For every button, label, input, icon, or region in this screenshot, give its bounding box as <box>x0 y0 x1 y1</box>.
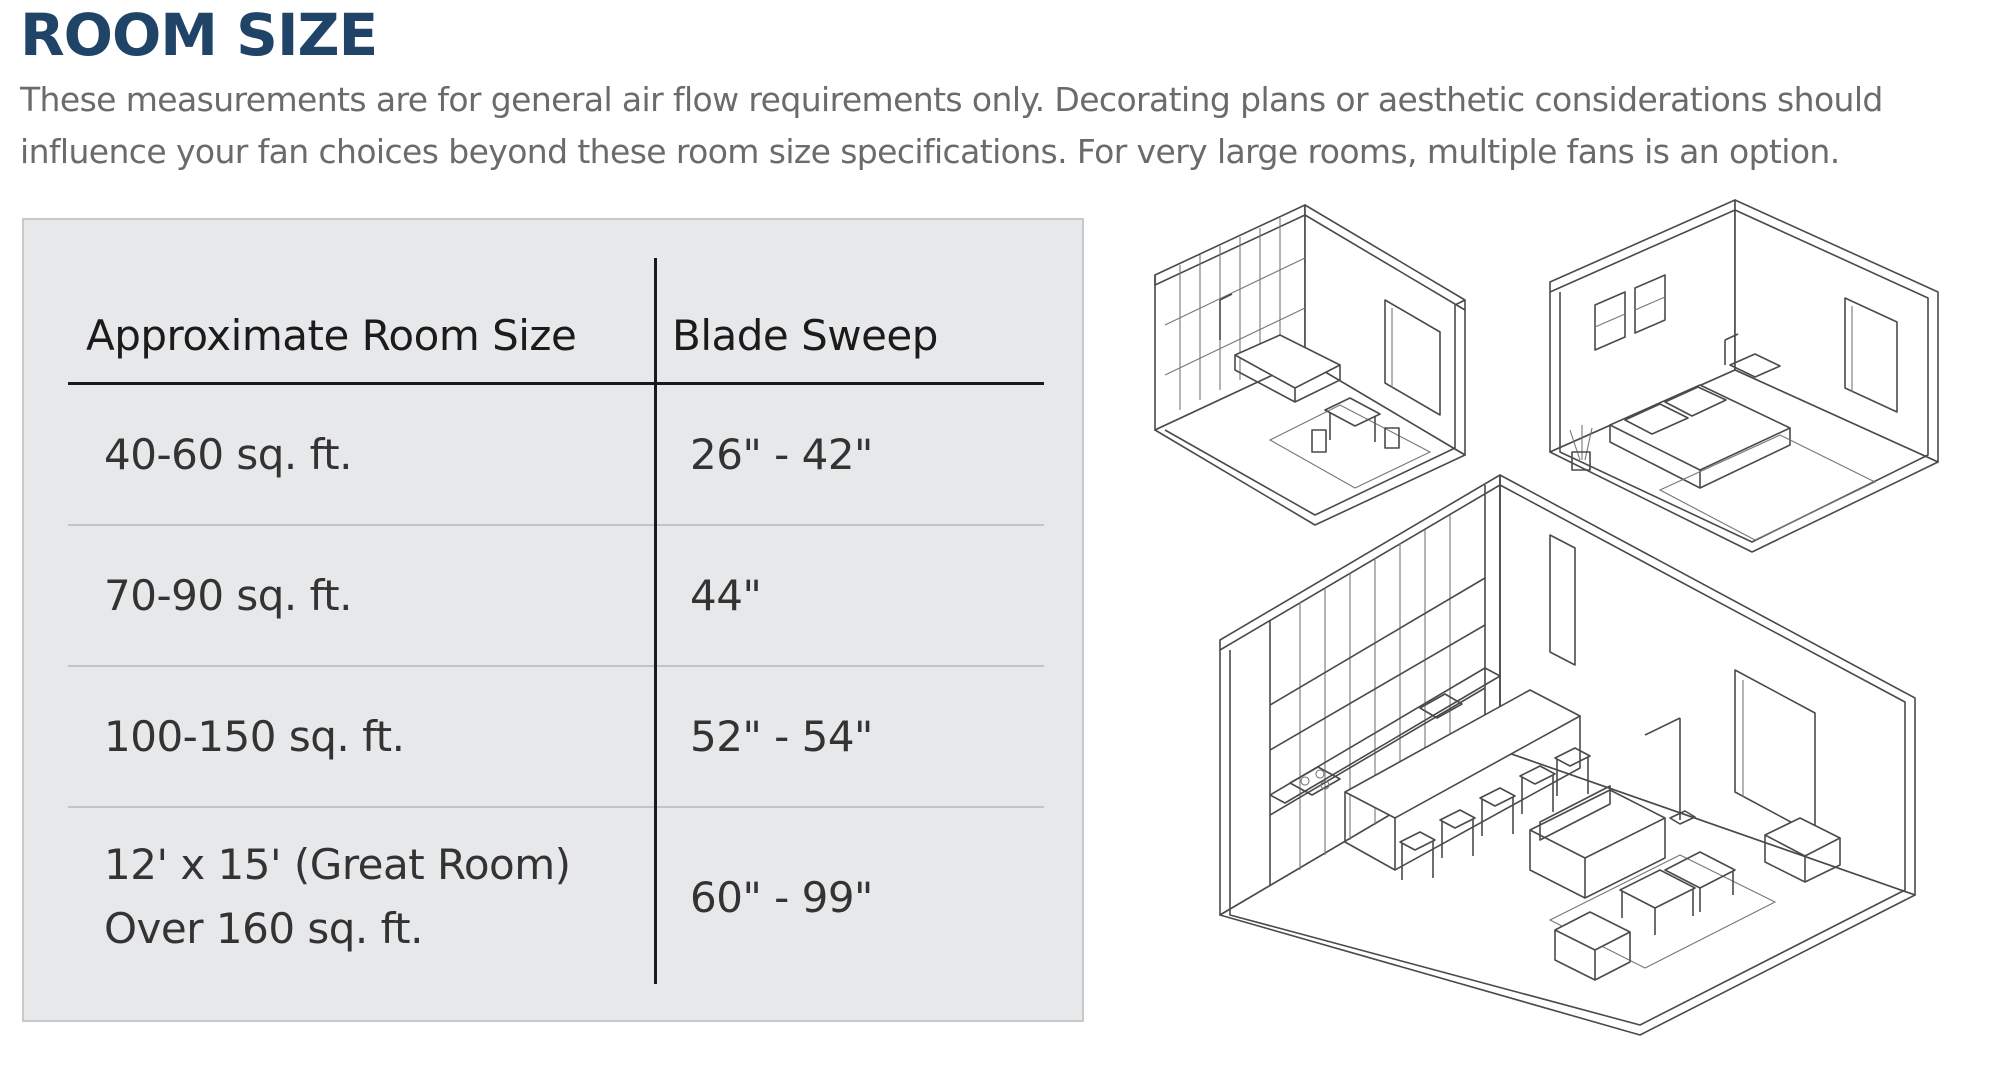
blade-sweep-cell: 52" - 54" <box>690 712 873 761</box>
room-size-text: 100-150 sq. ft. <box>104 712 405 761</box>
table-row: 70-90 sq. ft. 44" <box>68 526 1044 667</box>
isometric-rooms-illustration <box>1154 199 1939 1036</box>
blade-sweep-cell: 44" <box>690 571 762 620</box>
table-row: 40-60 sq. ft. 26" - 42" <box>68 385 1044 526</box>
header-blade-sweep: Blade Sweep <box>672 310 938 360</box>
room-size-cell: 12' x 15' (Great Room) Over 160 sq. ft. <box>68 808 656 986</box>
room-size-text: Over 160 sq. ft. <box>104 904 424 953</box>
blade-sweep-cell: 26" - 42" <box>690 430 873 479</box>
room-size-cell: 40-60 sq. ft. <box>68 385 656 524</box>
room-illustrations <box>1140 190 1970 1040</box>
room-size-text: 40-60 sq. ft. <box>104 430 353 479</box>
column-divider <box>654 258 657 984</box>
table-header-row: Approximate Room Size Blade Sweep <box>68 258 1044 385</box>
room-size-table-panel: Approximate Room Size Blade Sweep 40-60 … <box>22 218 1084 1022</box>
blade-sweep-cell: 60" - 99" <box>690 872 873 922</box>
table-row: 12' x 15' (Great Room) Over 160 sq. ft. … <box>68 808 1044 986</box>
room-size-text: 70-90 sq. ft. <box>104 571 353 620</box>
room-size-text: 12' x 15' (Great Room) <box>104 840 571 889</box>
small-room-icon <box>1154 204 1466 526</box>
page-title: ROOM SIZE <box>20 1 378 69</box>
header-room-size: Approximate Room Size <box>86 310 577 360</box>
room-size-cell: 70-90 sq. ft. <box>68 526 656 665</box>
room-size-cell: 100-150 sq. ft. <box>68 667 656 806</box>
room-size-table: Approximate Room Size Blade Sweep 40-60 … <box>68 258 1044 986</box>
bedroom-icon <box>1549 199 1939 553</box>
intro-paragraph: These measurements are for general air f… <box>20 80 1883 171</box>
great-room-icon <box>1219 474 1916 1036</box>
table-row: 100-150 sq. ft. 52" - 54" <box>68 667 1044 808</box>
